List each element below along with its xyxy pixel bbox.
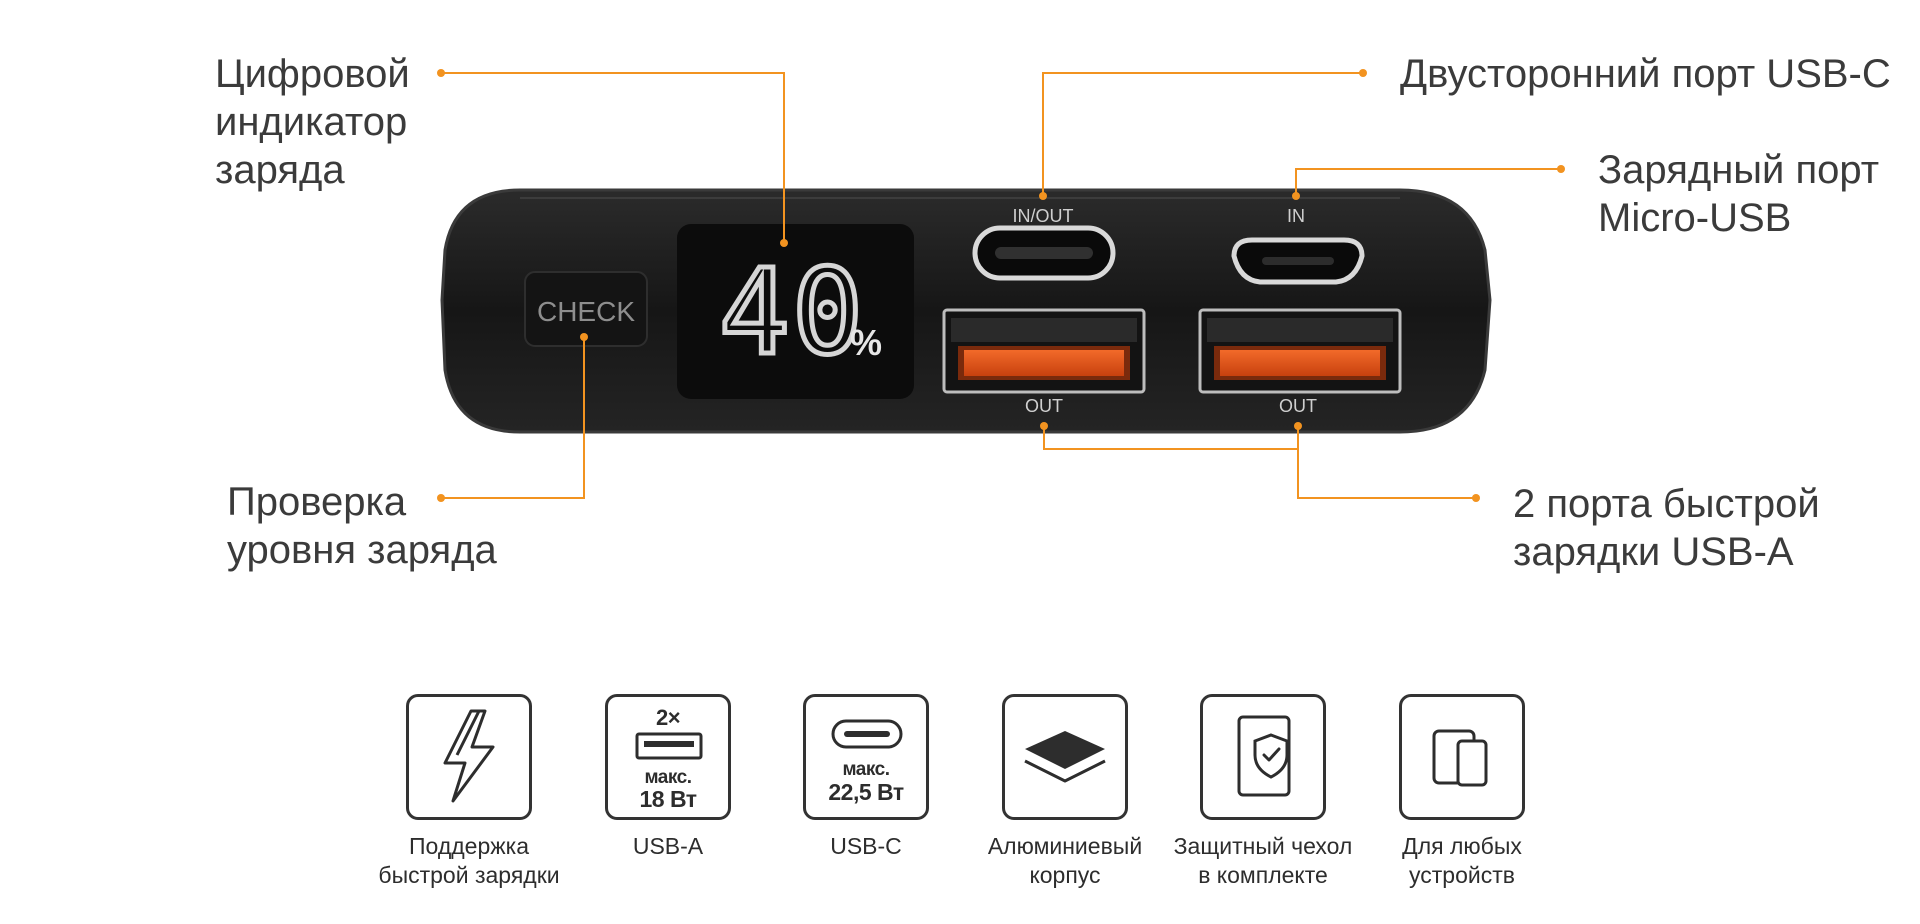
leader-line-usb-c bbox=[1042, 72, 1363, 196]
feature-caption: Поддержка быстрой зарядки bbox=[354, 832, 584, 890]
callout-check-line: Проверка bbox=[227, 480, 407, 524]
callout-micro-usb-line: Micro-USB bbox=[1598, 196, 1792, 240]
callout-usb-a-line: зарядки USB-A bbox=[1513, 530, 1794, 574]
callout-check-line: уровня заряда bbox=[227, 528, 497, 572]
feature-aluminum-body: Алюминиевый корпус bbox=[950, 694, 1180, 890]
check-button-label: CHECK bbox=[537, 296, 635, 327]
feature-caption: Защитный чехол в комплекте bbox=[1148, 832, 1378, 890]
feature-fast-charge: Поддержка быстрой зарядки bbox=[354, 694, 584, 890]
usb-a-max-label: макс. bbox=[644, 767, 692, 788]
usb-a-port-1-label: OUT bbox=[1025, 396, 1063, 416]
callout-check: Проверка уровня заряда bbox=[227, 478, 497, 574]
feature-caption: USB-C bbox=[751, 832, 981, 861]
leader-line-micro-usb bbox=[1295, 168, 1561, 196]
leader-line-usb-a-out bbox=[1297, 449, 1476, 499]
feature-any-devices: Для любых устройств bbox=[1347, 694, 1577, 890]
power-bank-illustration: CHECK 40 % IN/OUT IN OUT OUT bbox=[437, 69, 1565, 502]
usb-a-port-2-label: OUT bbox=[1279, 396, 1317, 416]
layers-icon bbox=[1024, 731, 1106, 783]
usb-a-icon bbox=[635, 732, 703, 760]
leader-lines bbox=[441, 72, 1561, 499]
charge-display-value: 40 bbox=[719, 243, 865, 381]
callout-micro-usb-line: Зарядный порт bbox=[1598, 148, 1880, 192]
usb-c-power: 22,5 Вт bbox=[828, 779, 904, 805]
feature-usb-c: макс. 22,5 Вт USB-C bbox=[751, 694, 981, 861]
feature-usb-a: 2× макс. 18 Вт USB-A bbox=[553, 694, 783, 861]
callout-usb-c: Двусторонний порт USB-C bbox=[1400, 50, 1891, 98]
feature-caption: USB-A bbox=[553, 832, 783, 861]
usb-c-port-label: IN/OUT bbox=[1013, 206, 1074, 226]
callout-usb-c-line: Двусторонний порт USB-C bbox=[1400, 52, 1891, 96]
feature-caption-line: USB-C bbox=[830, 833, 902, 859]
feature-caption-line: устройств bbox=[1409, 862, 1515, 888]
feature-caption-line: корпус bbox=[1029, 862, 1101, 888]
devices-icon bbox=[1432, 729, 1488, 787]
feature-caption-line: Алюминиевый bbox=[987, 833, 1143, 859]
feature-caption-line: Защитный чехол bbox=[1173, 833, 1353, 859]
lightning-icon bbox=[443, 709, 495, 803]
feature-protective-case: Защитный чехол в комплекте bbox=[1148, 694, 1378, 890]
micro-usb-port-label: IN bbox=[1287, 206, 1305, 226]
leader-line-display bbox=[441, 72, 785, 243]
feature-caption-line: быстрой зарядки bbox=[378, 862, 560, 888]
shield-check-icon bbox=[1237, 715, 1291, 797]
usb-c-icon bbox=[831, 719, 903, 749]
leader-line-usb-a bbox=[1043, 426, 1299, 450]
feature-caption: Для любых устройств bbox=[1347, 832, 1577, 890]
feature-box bbox=[406, 694, 532, 820]
usb-c-max-label: макс. bbox=[842, 759, 890, 780]
feature-caption-line: Для любых bbox=[1402, 833, 1522, 859]
feature-caption-line: USB-A bbox=[632, 833, 704, 859]
callout-usb-a: 2 порта быстрой зарядки USB-A bbox=[1513, 480, 1820, 576]
callout-display: Цифровой индикатор заряда bbox=[215, 50, 410, 194]
callout-usb-a-line: 2 порта быстрой bbox=[1513, 482, 1820, 526]
feature-caption-line: Поддержка bbox=[409, 833, 529, 859]
feature-box bbox=[1002, 694, 1128, 820]
usb-a-power: 18 Вт bbox=[639, 786, 697, 812]
callout-display-line: заряда bbox=[215, 148, 345, 192]
callout-display-line: индикатор bbox=[215, 100, 408, 144]
callout-micro-usb: Зарядный порт Micro-USB bbox=[1598, 146, 1879, 242]
feature-box bbox=[1200, 694, 1326, 820]
feature-box: 2× макс. 18 Вт bbox=[605, 694, 731, 820]
feature-caption: Алюминиевый корпус bbox=[950, 832, 1180, 890]
leader-line-check bbox=[441, 337, 585, 499]
check-button[interactable] bbox=[524, 271, 648, 347]
charge-display-unit: % bbox=[850, 322, 882, 363]
leader-dots bbox=[437, 69, 1565, 502]
feature-caption-line: в комплекте bbox=[1198, 862, 1328, 888]
feature-box: макс. 22,5 Вт bbox=[803, 694, 929, 820]
charge-display bbox=[677, 224, 914, 399]
callout-display-line: Цифровой bbox=[215, 52, 410, 96]
feature-box bbox=[1399, 694, 1525, 820]
usb-a-count: 2× bbox=[655, 705, 681, 730]
